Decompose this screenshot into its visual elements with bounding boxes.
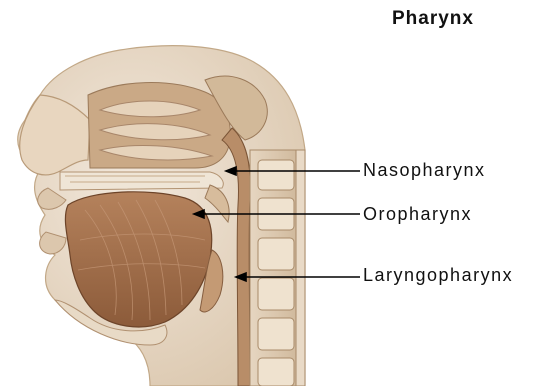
- label-nasopharynx: Nasopharynx: [363, 160, 486, 181]
- label-laryngopharynx: Laryngopharynx: [363, 265, 513, 286]
- spinal-cord: [296, 150, 305, 386]
- hard-palate: [60, 172, 223, 190]
- label-oropharynx: Oropharynx: [363, 204, 472, 225]
- diagram-title: Pharynx: [392, 8, 474, 30]
